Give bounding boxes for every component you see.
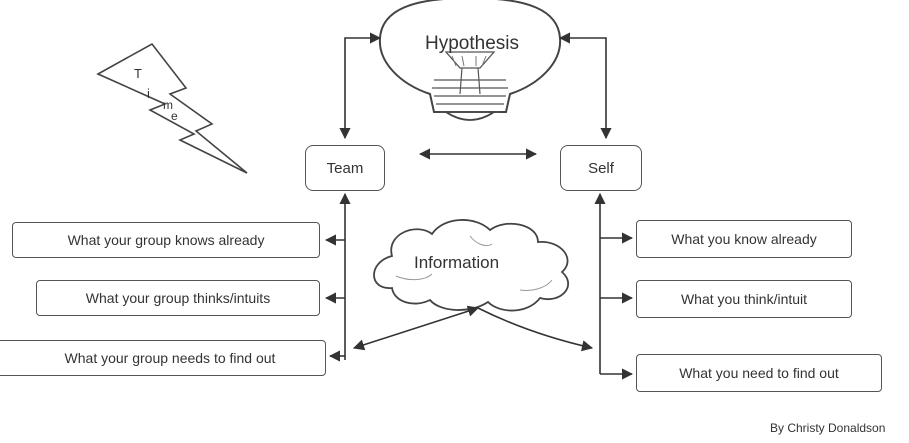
self-item-label: What you need to find out (679, 365, 839, 381)
team-item-label: What your group knows already (67, 232, 265, 248)
team-item-box: What your group needs to find out (0, 340, 326, 376)
team-item-label: What your group thinks/intuits (85, 290, 271, 306)
time-letter: i (147, 86, 150, 101)
team-label: Team (326, 159, 364, 177)
self-item-label: What you know already (671, 231, 817, 247)
time-letter: m (163, 98, 173, 112)
lightning-bolt-icon (96, 42, 248, 174)
team-item-label: What your group needs to find out (64, 350, 276, 366)
self-item-box: What you think/intuit (636, 280, 852, 318)
self-label: Self (588, 159, 614, 177)
self-box: Self (560, 145, 642, 191)
credit-line: By Christy Donaldson (770, 421, 886, 435)
team-box: Team (305, 145, 385, 191)
hypothesis-label: Hypothesis (425, 33, 519, 54)
information-label: Information (414, 253, 500, 272)
self-item-box: What you know already (636, 220, 852, 258)
team-item-box: What your group thinks/intuits (36, 280, 320, 316)
team-item-box: What your group knows already (12, 222, 320, 258)
self-item-box: What you need to find out (636, 354, 882, 392)
self-item-label: What you think/intuit (680, 291, 808, 307)
time-letter: T (134, 66, 142, 81)
lightbulb-icon (378, 0, 562, 121)
time-letter: e (171, 109, 178, 123)
